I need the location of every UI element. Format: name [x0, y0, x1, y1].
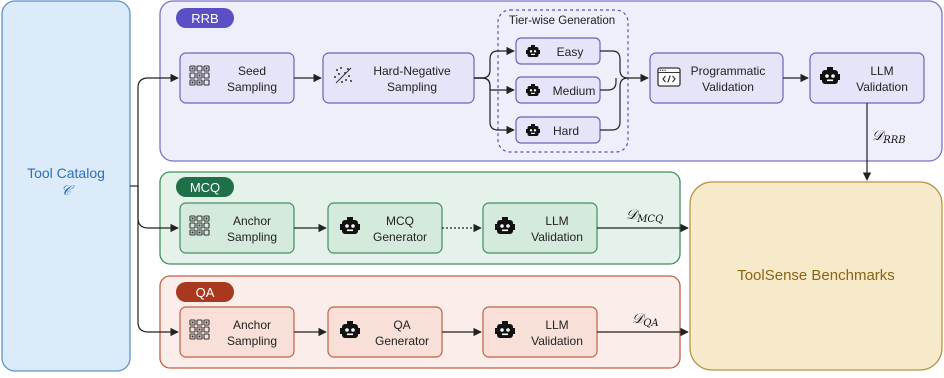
- rrb-badge: [176, 8, 234, 28]
- qa-generator-line2: Generator: [375, 334, 429, 348]
- mcq-llm-validation-node: LLM Validation: [482, 202, 598, 254]
- code-icon: [657, 67, 681, 87]
- tool-catalog-label: Tool Catalog: [27, 165, 105, 181]
- qa-generator-line1: QA: [393, 318, 410, 332]
- benchmark-label: ToolSense Benchmarks: [737, 267, 895, 284]
- seed-sampling-line2: Sampling: [227, 80, 277, 94]
- mcq-generator-line1: MCQ: [386, 214, 414, 228]
- mcq-anchor-line2: Sampling: [227, 230, 277, 244]
- programmatic-line2: Validation: [702, 80, 754, 94]
- tier-group: [497, 9, 629, 153]
- qa-llm-line1: LLM: [545, 318, 568, 332]
- mcq-generator-line2: Generator: [373, 230, 427, 244]
- connectors: [130, 46, 872, 337]
- tier-medium-label: Medium: [553, 84, 596, 98]
- programmatic-validation-node: Programmatic Validation: [649, 52, 784, 104]
- qa-llm-line2: Validation: [531, 334, 583, 348]
- tier-hard-node: Hard: [515, 116, 601, 144]
- benchmark-box: [689, 181, 943, 371]
- mcq-badge: [176, 177, 234, 197]
- qa-llm-validation-node: LLM Validation: [482, 306, 598, 358]
- tier-hard-label: Hard: [553, 124, 579, 138]
- seed-sampling-node: Seed Sampling: [179, 52, 295, 104]
- mcq-generator-node: MCQ Generator: [327, 202, 443, 254]
- rrb-llm-validation-node: LLM Validation: [809, 52, 925, 104]
- rrb-llm-line1: LLM: [870, 64, 893, 78]
- mcq-anchor-sampling-node: Anchor Sampling: [179, 202, 295, 254]
- rrb-output-label: 𝒟RRB: [872, 128, 906, 146]
- mcq-llm-line2: Validation: [531, 230, 583, 244]
- qa-anchor-line1: Anchor: [233, 318, 271, 332]
- tier-medium-node: Medium: [515, 76, 601, 104]
- qa-badge: [176, 282, 234, 302]
- tier-easy-node: Easy: [515, 37, 601, 65]
- mcq-badge-text: MCQ: [190, 180, 220, 195]
- tier-easy-label: Easy: [557, 45, 584, 59]
- tier-group-title: Tier-wise Generation: [509, 15, 615, 27]
- qa-anchor-line2: Sampling: [227, 334, 277, 348]
- hard-negative-node: Hard-Negative Sampling: [322, 52, 475, 104]
- qa-anchor-sampling-node: Anchor Sampling: [179, 306, 295, 358]
- programmatic-line1: Programmatic: [691, 64, 766, 78]
- qa-badge-text: QA: [196, 285, 215, 300]
- seed-sampling-line1: Seed: [238, 64, 266, 78]
- qa-output-label: 𝒟QA: [632, 311, 659, 329]
- rrb-llm-line2: Validation: [856, 80, 908, 94]
- hard-negative-line1: Hard-Negative: [373, 64, 451, 78]
- qa-generator-node: QA Generator: [327, 306, 443, 358]
- hard-negative-line2: Sampling: [387, 80, 437, 94]
- mcq-anchor-line1: Anchor: [233, 214, 271, 228]
- rrb-badge-text: RRB: [191, 11, 218, 26]
- mcq-output-label: 𝒟MCQ: [626, 207, 663, 225]
- mcq-llm-line1: LLM: [545, 214, 568, 228]
